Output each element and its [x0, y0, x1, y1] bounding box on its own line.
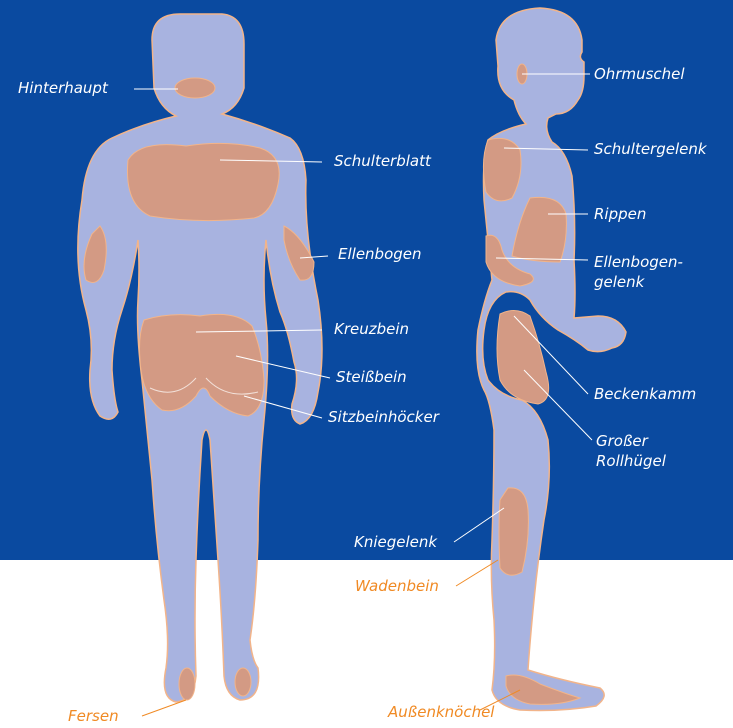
- label-ellenbogengelenk-line2: gelenk: [594, 273, 644, 292]
- label-grosser-rollhuegel-line2: Rollhügel: [596, 452, 666, 471]
- schulterblatt-area: [127, 143, 279, 220]
- leader-fersen: [142, 700, 186, 716]
- label-kreuzbein: Kreuzbein: [334, 320, 409, 339]
- label-grosser-rollhuegel-line1: Großer: [596, 432, 648, 451]
- label-rippen: Rippen: [594, 205, 646, 224]
- ferse-left-area: [179, 668, 195, 700]
- label-ohrmuschel: Ohrmuschel: [594, 65, 685, 84]
- label-ellenbogengelenk-line1: Ellenbogen-: [594, 253, 683, 272]
- label-sitzbeinhoecker: Sitzbeinhöcker: [328, 408, 439, 427]
- leader-lines-orange: [142, 560, 520, 716]
- label-aussenknoechel: Außenknöchel: [388, 703, 494, 722]
- label-wadenbein: Wadenbein: [355, 577, 439, 596]
- wadenbein-area: [499, 488, 528, 575]
- label-schultergelenk: Schultergelenk: [594, 140, 707, 159]
- label-fersen: Fersen: [68, 707, 119, 726]
- beckenkamm-area: [497, 310, 549, 404]
- side-view-figure: [477, 8, 626, 711]
- schultergelenk-area: [483, 138, 521, 201]
- back-view-figure: [78, 14, 322, 702]
- ferse-right-area: [235, 668, 251, 696]
- label-kniegelenk: Kniegelenk: [354, 533, 437, 552]
- label-beckenkamm: Beckenkamm: [594, 385, 696, 404]
- hinterhaupt-area: [175, 78, 215, 98]
- label-steissbein: Steißbein: [336, 368, 407, 387]
- label-hinterhaupt: Hinterhaupt: [18, 79, 108, 98]
- label-ellenbogen: Ellenbogen: [338, 245, 422, 264]
- label-schulterblatt: Schulterblatt: [334, 152, 431, 171]
